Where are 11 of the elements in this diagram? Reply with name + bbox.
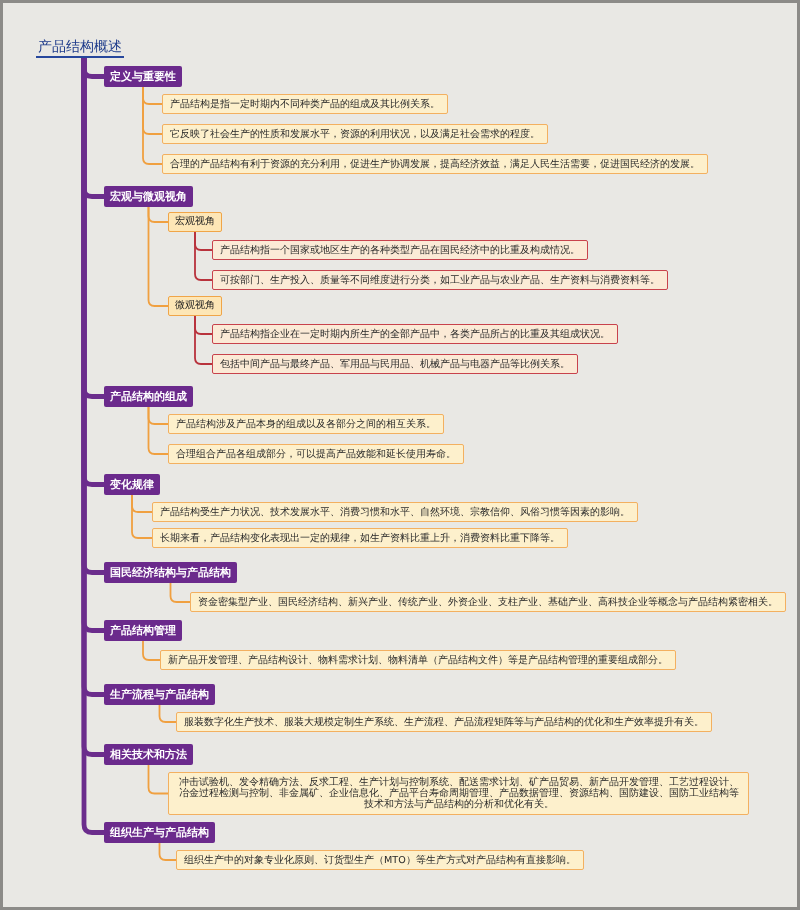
connector-line [158,704,177,723]
connector-line [131,494,153,539]
connector-line [158,842,177,861]
connector-line [194,315,213,365]
connector-line [194,231,213,281]
connector-line [169,582,191,603]
connector-line [147,764,169,795]
connector-line [147,406,169,455]
connector-line [147,206,169,307]
connector-line [142,86,163,165]
connector-line [142,640,161,661]
